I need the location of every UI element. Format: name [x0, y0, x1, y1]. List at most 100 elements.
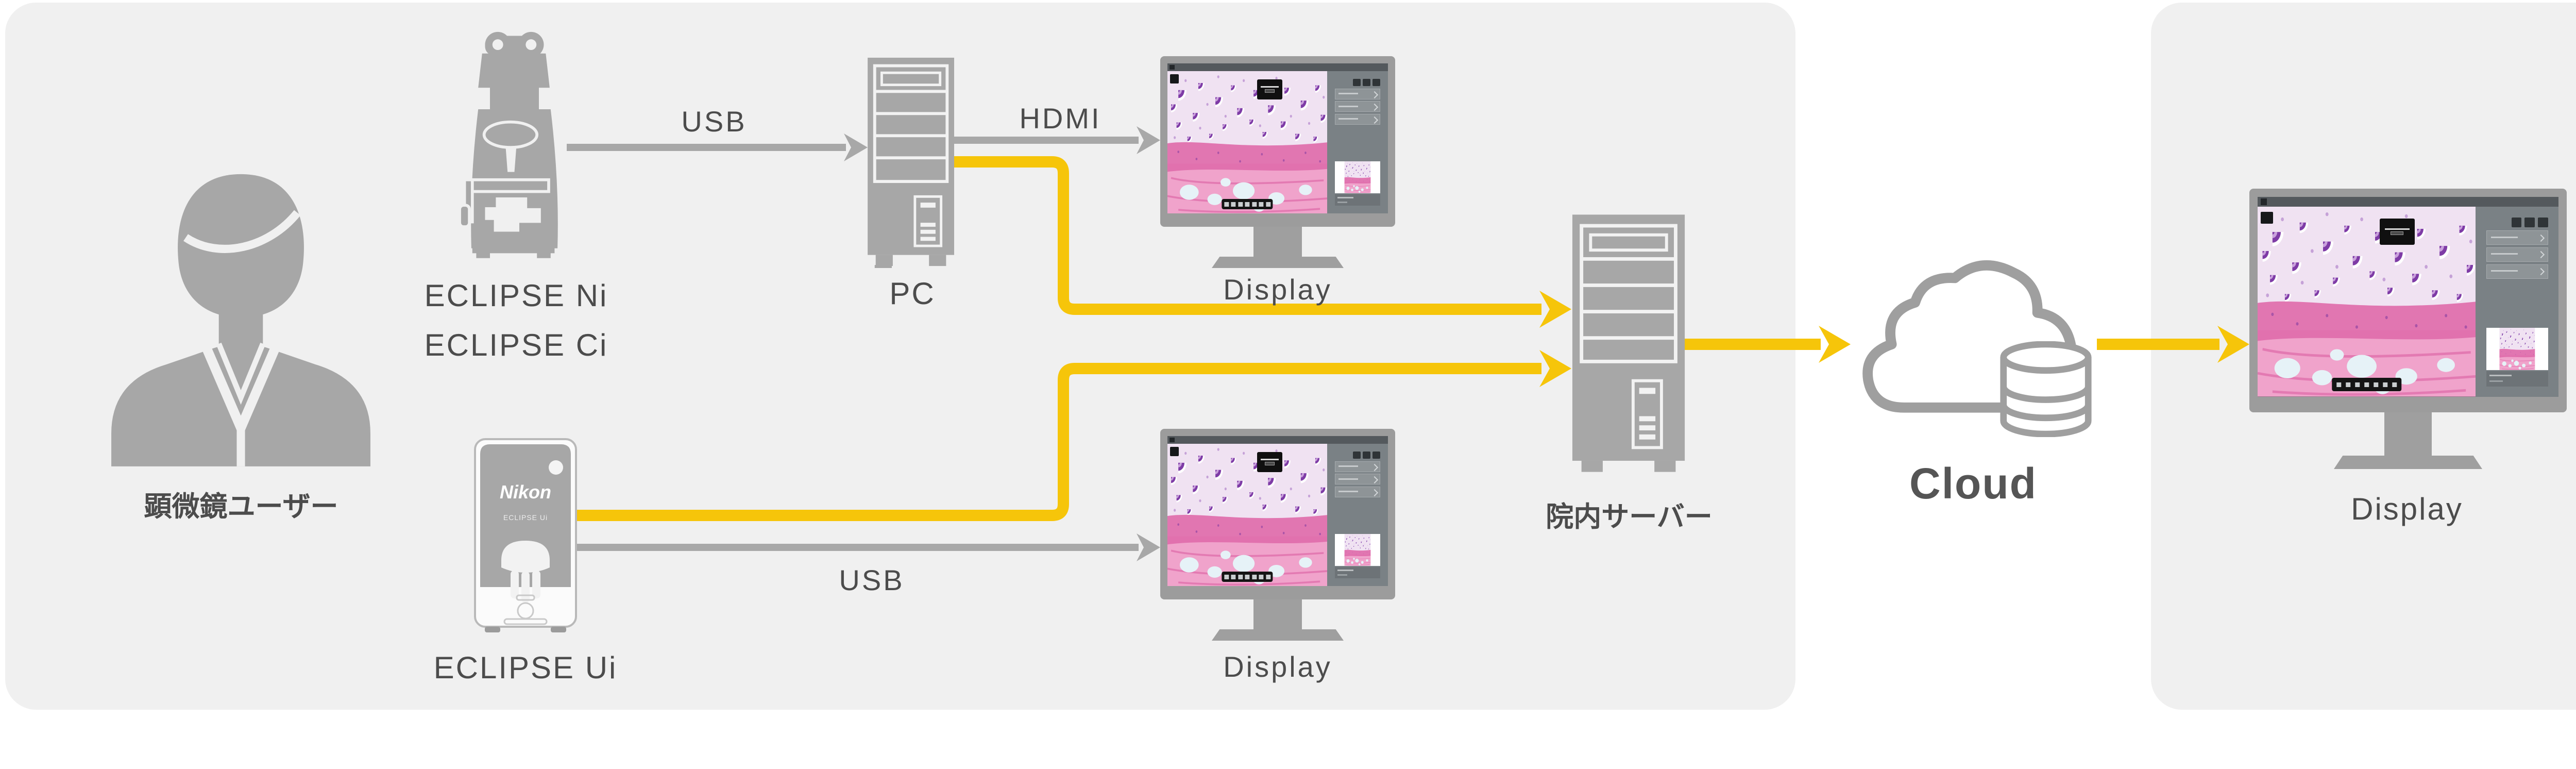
- sidebar-section-button[interactable]: [1335, 461, 1381, 472]
- section-label-text: [1338, 491, 1358, 493]
- thumbnail-image: [1345, 161, 1371, 193]
- tool-icon[interactable]: [1245, 202, 1250, 207]
- chevron-icon: [1370, 104, 1378, 111]
- tool-icon[interactable]: [1231, 574, 1236, 579]
- slide-overview-thumbnail[interactable]: [1335, 534, 1381, 566]
- tool-icon[interactable]: [2355, 382, 2360, 387]
- viewer-layers-icon[interactable]: [1170, 74, 1179, 83]
- zoom-in-icon[interactable]: [1363, 451, 1370, 459]
- viewer-image-area: [1167, 444, 1327, 586]
- scanner-model-text: ECLIPSE Ui: [503, 513, 548, 522]
- display-bottom-base: [1212, 629, 1344, 641]
- histology-slide-image: [1167, 444, 1327, 586]
- rotate-icon[interactable]: [1352, 451, 1361, 459]
- tool-icon[interactable]: [1224, 202, 1229, 207]
- zoom-out-icon[interactable]: [2537, 217, 2548, 228]
- display-top-label: Display: [1223, 273, 1332, 306]
- histology-slide-image: [1167, 71, 1327, 213]
- display-remote-stand: [2384, 412, 2432, 456]
- viewer-toolbar[interactable]: [1222, 199, 1273, 209]
- zoom-in-icon[interactable]: [1363, 78, 1370, 87]
- display-bottom-monitor-icon: [1160, 429, 1395, 641]
- viewer-sidebar: [1327, 443, 1388, 586]
- rotate-icon[interactable]: [2511, 217, 2522, 228]
- thumbnail-caption: [2486, 371, 2548, 387]
- tool-icon[interactable]: [1266, 574, 1271, 579]
- display-top-screen: [1167, 63, 1388, 213]
- rotate-icon[interactable]: [1352, 78, 1361, 87]
- histology-slide-image: [2258, 207, 2476, 397]
- cloud-database-icon: [2000, 341, 2092, 437]
- thumbnail-caption: [1335, 194, 1381, 206]
- tool-icon[interactable]: [1252, 202, 1257, 207]
- viewer-sidebar: [1327, 71, 1388, 213]
- viewer-toolbar[interactable]: [1222, 572, 1273, 582]
- sidebar-section-button[interactable]: [2486, 264, 2548, 279]
- tool-icon[interactable]: [2392, 382, 2397, 387]
- tool-icon[interactable]: [1238, 202, 1243, 207]
- eclipse-microscope-icon: [458, 31, 558, 258]
- display-top-stand: [1253, 227, 1302, 259]
- usb-top-label: USB: [681, 105, 747, 138]
- usb-bottom-label: USB: [839, 564, 905, 596]
- sidebar-section-button[interactable]: [2486, 247, 2548, 262]
- tool-icon[interactable]: [1259, 202, 1264, 207]
- sidebar-section-button[interactable]: [1335, 474, 1381, 485]
- zoom-in-icon[interactable]: [2524, 217, 2535, 228]
- viewer-layers-icon[interactable]: [1170, 447, 1179, 456]
- sidebar-spacer: [1335, 126, 1380, 161]
- sidebar-section-button[interactable]: [1335, 486, 1381, 497]
- viewer-info-button[interactable]: [1265, 89, 1275, 93]
- caption-line: [1337, 570, 1354, 572]
- viewer-body: [1167, 71, 1388, 213]
- chevron-icon: [1370, 116, 1378, 124]
- sidebar-section-button[interactable]: [2486, 230, 2548, 245]
- tool-icon[interactable]: [2346, 382, 2351, 387]
- viewer-layers-icon[interactable]: [2261, 211, 2273, 224]
- chevron-icon: [1370, 91, 1378, 98]
- tool-icon[interactable]: [1238, 574, 1243, 579]
- tool-icon[interactable]: [1259, 574, 1264, 579]
- slide-overview-thumbnail[interactable]: [2486, 327, 2548, 370]
- sidebar-spacer: [2486, 281, 2548, 327]
- viewer-info-popup: [2380, 218, 2415, 245]
- sidebar-section-button[interactable]: [1335, 88, 1381, 99]
- chevron-icon: [1370, 463, 1378, 471]
- section-label-text: [2491, 236, 2518, 238]
- display-bottom-screen: [1167, 436, 1388, 586]
- tool-icon[interactable]: [2336, 382, 2341, 387]
- viewer-info-text-line: [1260, 458, 1279, 460]
- tool-icon[interactable]: [1231, 202, 1236, 207]
- sidebar-section-button[interactable]: [1335, 101, 1381, 112]
- scanner-brand-text: Nikon: [500, 481, 551, 503]
- thumbnail-histology-image: [1345, 161, 1371, 193]
- tool-icon[interactable]: [2374, 382, 2379, 387]
- tool-icon[interactable]: [1252, 574, 1257, 579]
- display-top-base: [1212, 257, 1344, 268]
- sidebar-icon-row: [1335, 451, 1381, 459]
- display-bottom-label: Display: [1223, 650, 1332, 683]
- sidebar-icon-row: [2486, 217, 2548, 228]
- tool-icon[interactable]: [1224, 574, 1229, 579]
- viewer-info-button[interactable]: [1265, 461, 1275, 465]
- zoom-out-icon[interactable]: [1372, 451, 1381, 459]
- hdmi-label: HDMI: [1019, 102, 1101, 135]
- zoom-out-icon[interactable]: [1372, 78, 1381, 87]
- viewer-toolbar[interactable]: [2331, 378, 2402, 391]
- tool-icon[interactable]: [2383, 382, 2388, 387]
- tool-icon[interactable]: [2364, 382, 2369, 387]
- caption-line: [1337, 201, 1347, 203]
- viewer-titlebar: [1167, 436, 1388, 444]
- tool-icon[interactable]: [1266, 202, 1271, 207]
- viewer-info-button[interactable]: [2391, 231, 2404, 235]
- viewer-app-icon: [1170, 64, 1175, 70]
- slide-overview-thumbnail[interactable]: [1335, 161, 1381, 194]
- scanner-label: ECLIPSE Ui: [433, 650, 618, 685]
- viewer-app-icon: [2260, 198, 2267, 205]
- tool-icon[interactable]: [1245, 574, 1250, 579]
- section-label-text: [2491, 270, 2518, 272]
- thumbnail-image: [1345, 534, 1371, 566]
- viewer-sidebar: [2476, 207, 2558, 397]
- section-label-text: [1338, 465, 1358, 467]
- sidebar-section-button[interactable]: [1335, 113, 1381, 125]
